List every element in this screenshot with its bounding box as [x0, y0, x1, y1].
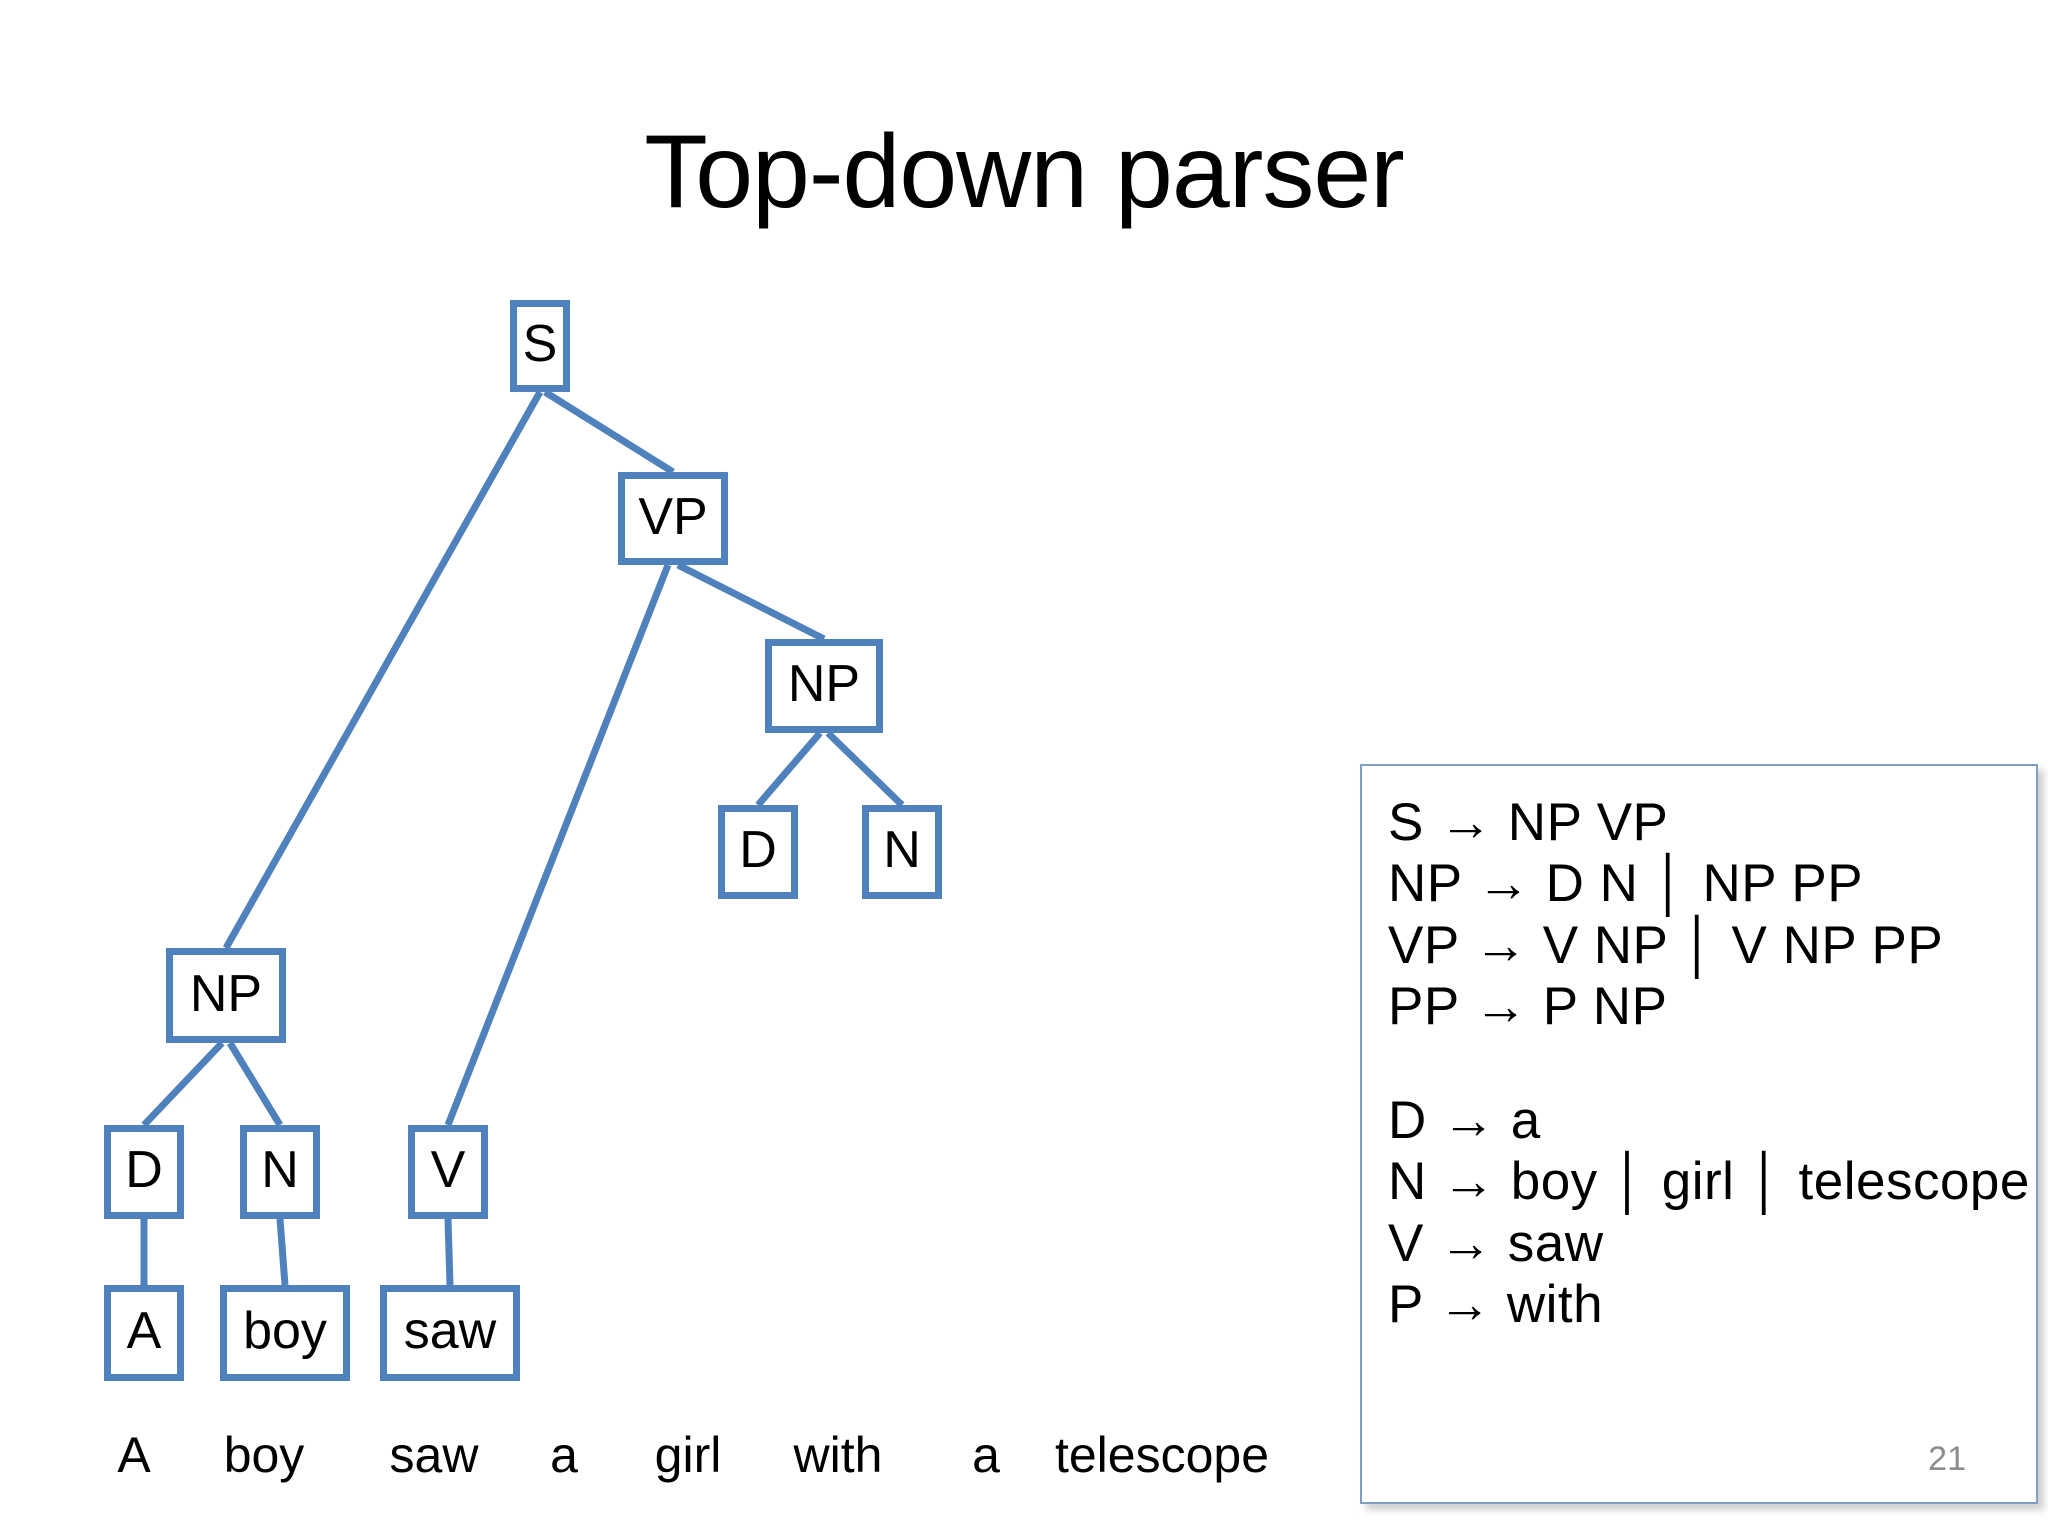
- tree-node-leaf-boy[interactable]: boy: [220, 1285, 350, 1381]
- page-number: 21: [1928, 1440, 1966, 1478]
- tree-edge-np-subj-to-n-subj: [227, 1041, 283, 1127]
- grammar-rule: N → boy │ girl │ telescope: [1388, 1152, 2030, 1212]
- grammar-rule: NP → D N │ NP PP: [1388, 854, 1864, 914]
- tree-node-leaf-a[interactable]: A: [104, 1285, 184, 1381]
- tree-node-n-obj[interactable]: N: [862, 805, 942, 899]
- tree-node-label: N: [261, 1141, 299, 1199]
- sentence-word: saw: [389, 1427, 479, 1483]
- sentence-word: a: [972, 1427, 1000, 1483]
- tree-node-np-subj[interactable]: NP: [166, 948, 286, 1043]
- tree-edge-np-subj-to-d-subj: [141, 1040, 225, 1128]
- tree-node-vp[interactable]: VP: [618, 472, 728, 565]
- sentence-word: telescope: [1054, 1427, 1270, 1483]
- sentence-word: girl: [654, 1427, 722, 1483]
- tree-edge-np-obj-to-d-obj: [755, 730, 823, 808]
- grammar-rule: S → NP VP: [1388, 793, 1669, 852]
- tree-node-d-obj[interactable]: D: [718, 805, 798, 899]
- tree-node-label: NP: [189, 964, 263, 1023]
- grammar-rule-spacer: [1388, 1038, 2036, 1090]
- page-title: Top-down parser: [644, 114, 1405, 230]
- tree-edges-layer: [140, 389, 905, 1286]
- tree-node-s[interactable]: S: [510, 300, 570, 392]
- tree-edge-np-obj-to-n-obj: [825, 730, 905, 808]
- tree-edge-v-to-leaf-saw: [444, 1218, 454, 1286]
- tree-node-label: N: [883, 821, 921, 879]
- tree-node-label: V: [430, 1141, 466, 1199]
- tree-node-d-subj[interactable]: D: [104, 1125, 184, 1219]
- grammar-rule: D → a: [1388, 1090, 1541, 1150]
- tree-node-label: D: [739, 821, 777, 879]
- grammar-rule: VP → V NP │ V NP PP: [1388, 915, 1944, 975]
- tree-edge-vp-to-v: [444, 563, 672, 1127]
- tree-node-label: NP: [787, 655, 861, 713]
- grammar-rule: P → with: [1388, 1275, 1604, 1335]
- sentence-word: a: [550, 1427, 578, 1483]
- grammar-rule: V → saw: [1388, 1213, 1604, 1273]
- sentence-word: with: [793, 1427, 883, 1483]
- grammar-rule: PP → P NP: [1388, 977, 1668, 1037]
- sentence-word: boy: [223, 1427, 305, 1483]
- tree-node-label: S: [522, 315, 558, 373]
- tree-edge-s-to-np-subj: [222, 390, 544, 950]
- tree-edge-vp-to-np-obj: [676, 561, 826, 643]
- tree-node-n-subj[interactable]: N: [240, 1125, 320, 1219]
- tree-node-v[interactable]: V: [408, 1125, 488, 1219]
- tree-node-label: D: [125, 1141, 163, 1199]
- tree-node-np-obj[interactable]: NP: [765, 639, 883, 733]
- tree-node-label: VP: [638, 487, 708, 546]
- tree-node-label: saw: [403, 1302, 497, 1360]
- sentence-word: A: [117, 1427, 151, 1483]
- tree-node-label: A: [126, 1302, 162, 1360]
- tree-node-leaf-saw[interactable]: saw: [380, 1285, 520, 1381]
- tree-edge-n-subj-to-leaf-boy: [276, 1218, 289, 1286]
- tree-edge-s-to-vp: [543, 389, 675, 475]
- tree-node-label: boy: [243, 1302, 327, 1360]
